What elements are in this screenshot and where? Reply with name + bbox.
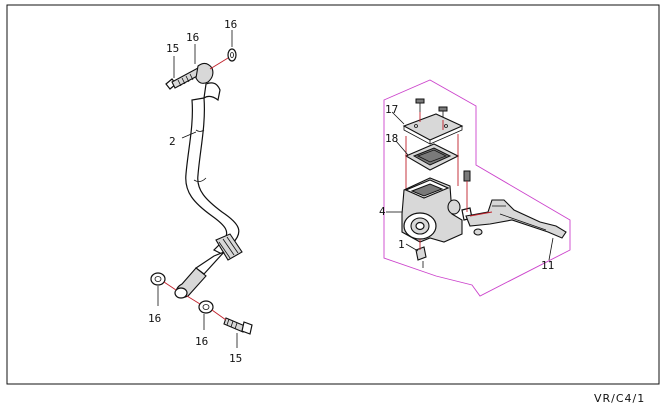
callout-brake-hose: 2 xyxy=(169,135,176,148)
callout-reservoir-cap: 17 xyxy=(385,103,398,116)
hose-bolt-top xyxy=(165,67,202,90)
callout-hose-bolt-top: 15 xyxy=(166,42,179,55)
callout-leaders xyxy=(386,111,554,261)
brake-hose xyxy=(185,97,240,255)
master-cylinder-assembly xyxy=(383,79,571,297)
callout-hose-bolt-bottom: 15 xyxy=(229,352,242,365)
diagram-frame xyxy=(6,4,660,385)
callout-brake-lever: 11 xyxy=(541,259,554,272)
reservoir-cap xyxy=(402,113,464,141)
assembly-outline xyxy=(383,79,571,297)
washer-top-b xyxy=(227,48,237,62)
callout-master-cylinder: 4 xyxy=(379,205,386,218)
callout-washer-bottom-a: 16 xyxy=(148,312,161,325)
brake-hose-assembly xyxy=(150,30,253,348)
callout-washer-top-a: 16 xyxy=(186,31,199,44)
cap-screws xyxy=(415,98,448,120)
clamp-part xyxy=(415,246,427,261)
hose-bolt-bottom xyxy=(223,317,253,335)
document-code: VR/C4/1 xyxy=(594,392,645,405)
callout-washer-top-b: 16 xyxy=(224,18,237,31)
callout-clamp-part: 1 xyxy=(398,238,405,251)
callout-cap-diaphragm: 18 xyxy=(385,132,398,145)
washer-bottom-a xyxy=(150,272,166,286)
callout-washer-bottom-b: 16 xyxy=(195,335,208,348)
washer-bottom-b xyxy=(198,300,214,314)
